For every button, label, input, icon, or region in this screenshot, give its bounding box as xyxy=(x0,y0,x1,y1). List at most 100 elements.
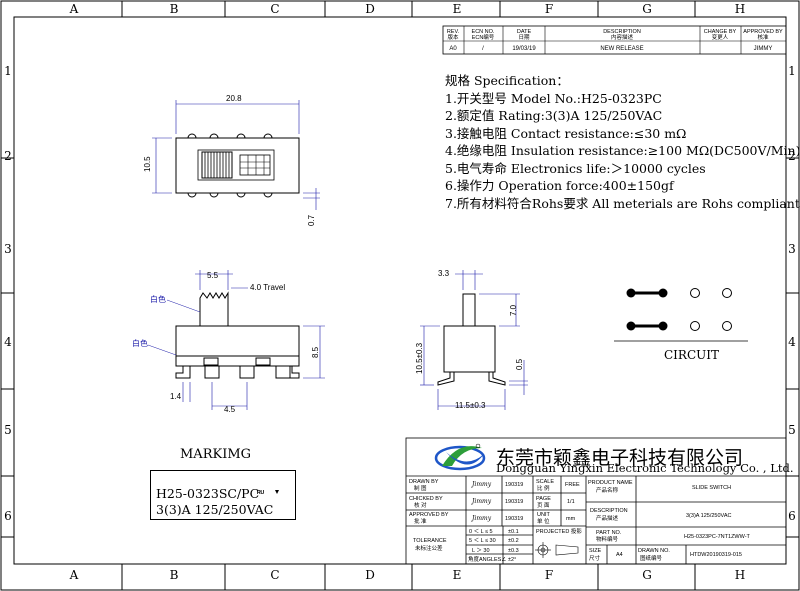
marking-box: H25-0323SC/PC 3(3)A 125/250VAC xyxy=(150,470,296,520)
col-label: C xyxy=(270,2,279,16)
tb-tol: L ＞ 30 xyxy=(472,548,490,554)
side-view-dim-text: 3.3 7.0 10.5±0.3 0.5 11.5±0.3 xyxy=(415,269,524,410)
tb-value: 3(3)A 125/250VAC xyxy=(686,513,731,519)
title-block xyxy=(405,437,787,565)
top-view-dim-text: 20.8 10.5 0.7 xyxy=(143,94,316,226)
side-view-dims xyxy=(420,270,528,410)
col-label: H xyxy=(735,2,745,16)
tb-label: 尺寸 xyxy=(589,554,601,562)
color-note-white: 白色 xyxy=(150,294,166,304)
rev-header: DESCRIPTION xyxy=(603,29,641,35)
tb-label: UNIT xyxy=(537,512,550,518)
tb-label: CHICKED BY xyxy=(409,496,443,502)
rev-header: 内容描述 xyxy=(611,33,634,41)
top-view xyxy=(175,133,300,198)
dim-label: 5.5 xyxy=(207,271,219,280)
rev-header: CHANGE BY xyxy=(704,29,737,35)
tb-label: 产品名称 xyxy=(596,486,619,494)
tb-label: TOLERANCE xyxy=(413,538,447,544)
dim-label: 4.0 Travel xyxy=(250,283,285,292)
tb-label: 单 位 xyxy=(537,517,550,525)
dim-label: 10.5±0.3 xyxy=(415,342,424,374)
color-note-white: 白色 xyxy=(132,338,148,348)
tb-value: 190319 xyxy=(505,482,523,488)
tb-label: 未标注公差 xyxy=(415,544,443,552)
col-label: A xyxy=(69,2,79,16)
rev-cell: A0 xyxy=(449,46,457,52)
tb-label: 物料编号 xyxy=(596,535,619,543)
rev-cell: / xyxy=(482,46,484,52)
signature: Jimmy xyxy=(470,515,492,522)
dim-label: 10.5 xyxy=(143,156,152,172)
col-label: B xyxy=(170,2,179,16)
tb-label: 比 例 xyxy=(537,484,550,492)
circuit-diagram xyxy=(614,288,748,342)
dim-label: 7.0 xyxy=(509,304,518,316)
marking-line-1: H25-0323SC/PC xyxy=(156,486,260,501)
tb-tol: 角度ANGLES∠ xyxy=(468,555,506,563)
dim-label: 0.7 xyxy=(307,214,316,226)
row-label: 4 xyxy=(788,335,796,349)
col-label: G xyxy=(642,568,652,582)
signature: Jimmy xyxy=(470,481,492,488)
tb-label: 图纸编号 xyxy=(640,554,663,562)
dim-label: 4.5 xyxy=(224,405,236,414)
tb-tol: ±0.3 xyxy=(508,548,519,554)
signature: Jimmy xyxy=(470,498,492,505)
rev-header: ECN NO. xyxy=(472,29,495,35)
front-view-dim-text: 5.5 4.0 Travel 8.5 1.4 4.5 xyxy=(170,271,320,414)
spec-item: 2.额定值 Rating:3(3)A 125/250VAC xyxy=(445,108,663,123)
tb-label: SCALE xyxy=(536,479,554,485)
tb-tol: ±0.1 xyxy=(508,529,519,535)
tb-label: PROJECTED 投影 xyxy=(536,527,582,535)
spec-heading: 规格 Specification： xyxy=(445,73,569,88)
rev-header: 变更人 xyxy=(712,33,729,41)
row-label: 5 xyxy=(788,423,796,437)
col-label: F xyxy=(545,568,553,582)
ul-mark-icon: ᴿᵁ xyxy=(257,489,265,498)
tb-label: 批 准 xyxy=(414,517,427,525)
cert-icon xyxy=(275,490,279,494)
dim-label: 11.5±0.3 xyxy=(455,401,486,410)
marking-line-2: 3(3)A 125/250VAC xyxy=(156,502,274,517)
inner-frame xyxy=(13,16,787,565)
side-view xyxy=(437,293,506,386)
company-name-cn: 东莞市颖鑫电子科技有限公司 xyxy=(496,447,744,469)
spec-item: 5.电气寿命 Electronics life:＞10000 cycles xyxy=(445,160,706,176)
tb-label: SIZE xyxy=(589,548,602,554)
col-label: C xyxy=(270,568,279,582)
circuit-label: CIRCUIT xyxy=(664,348,719,362)
tb-label: PRODUCT NAME xyxy=(588,480,633,486)
grid-labels: A B C D E F G H A B C D E F G H 1 2 3 4 … xyxy=(4,2,796,582)
row-label: 4 xyxy=(4,335,12,349)
tb-label: DRAWN NO. xyxy=(638,548,670,554)
dim-label: 8.5 xyxy=(311,346,320,358)
company-logo xyxy=(434,443,486,471)
row-label: 5 xyxy=(4,423,12,437)
dim-label: 0.5 xyxy=(515,358,524,370)
col-label: B xyxy=(170,568,179,582)
row-label: 3 xyxy=(788,242,796,256)
dim-label: 20.8 xyxy=(226,94,242,103)
tb-label: 核 对 xyxy=(414,501,427,509)
front-view-dims xyxy=(147,270,325,410)
rev-header: DATE xyxy=(517,29,532,35)
tb-label: 页 面 xyxy=(537,502,550,509)
col-label: G xyxy=(642,2,652,16)
certification-marks: ᴿᵁ xyxy=(257,489,279,498)
tb-value: H25-0323PC-7NT1ZWW-T xyxy=(684,534,751,540)
spec-item: 7.所有材料符合Rohs要求 All meterials are Rohs co… xyxy=(445,195,800,211)
spec-item: 6.操作力 Operation force:400±150gf xyxy=(445,178,674,193)
top-view-dims xyxy=(152,100,320,210)
row-label: 3 xyxy=(4,242,12,256)
tb-label: 产品描述 xyxy=(596,514,619,522)
tb-tol: 5 ＜ L ≤ 30 xyxy=(469,538,496,544)
tb-tol: 0 ＜ L ≤ 5 xyxy=(469,529,493,535)
tb-label: PAGE xyxy=(536,496,551,502)
company-name-en: Dongguan Yingxin Electronic Technology C… xyxy=(496,461,794,475)
color-notes: 白色 白色 xyxy=(132,294,166,348)
col-label: E xyxy=(453,2,462,16)
title-block-text: DRAWN BY 制 图 CHICKED BY 核 对 APPROVED BY … xyxy=(409,479,751,563)
tb-tol: ±0.2 xyxy=(508,538,519,544)
